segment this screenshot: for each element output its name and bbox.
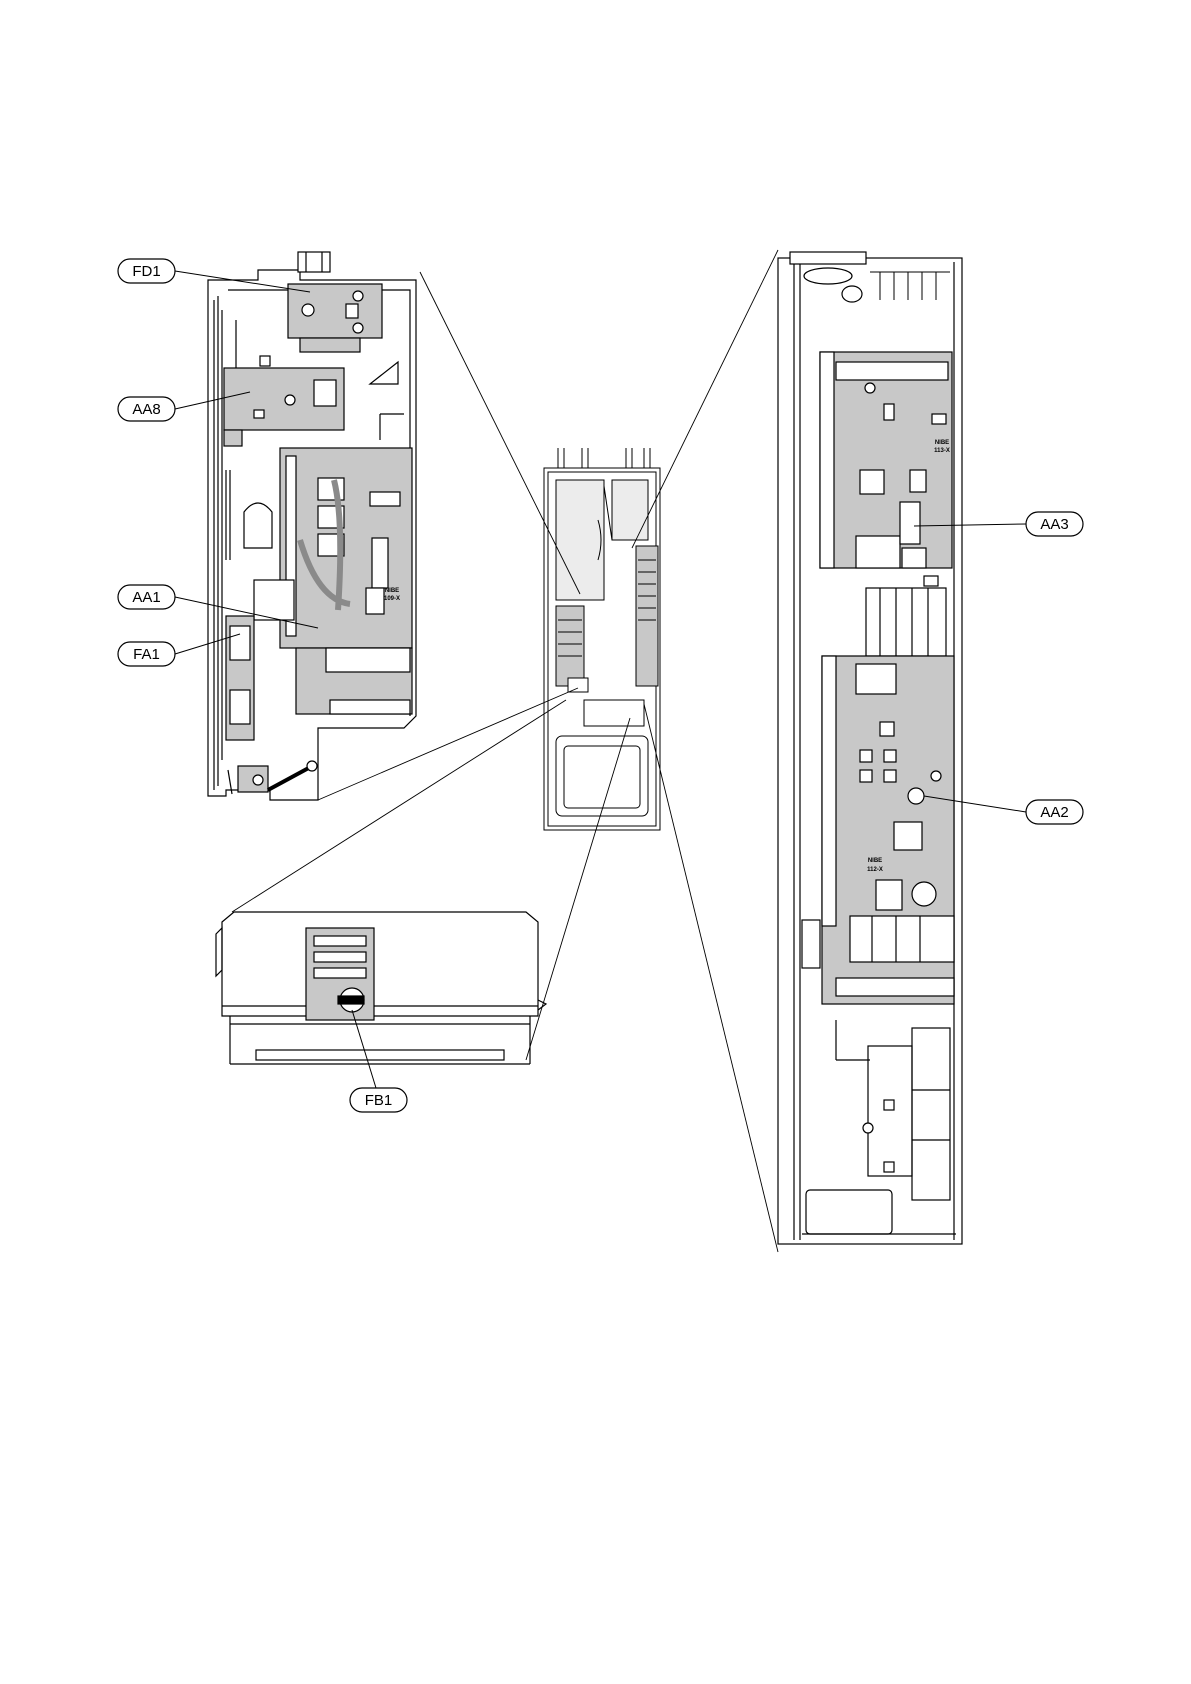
callout-aa3-label: AA3 (1040, 516, 1068, 533)
lower-electrical-box-detail (778, 252, 962, 1244)
switch-box-detail (216, 912, 546, 1064)
callout-aa1-label: AA1 (132, 589, 160, 606)
callout-fa1-label: FA1 (133, 646, 160, 663)
aa1-brand-label: NIBE (385, 588, 399, 594)
aa3-model-label: 113-X (934, 448, 950, 454)
callout-fb1-label: FB1 (365, 1092, 393, 1109)
aa3-brand-label: NIBE (935, 440, 949, 446)
callout-aa8-label: AA8 (132, 401, 160, 418)
upper-electrical-box-detail (208, 252, 416, 800)
callout-fb1: FB1 (350, 1010, 407, 1112)
aa2-model-label: 112-X (867, 867, 883, 873)
callout-fd1: FD1 (118, 259, 310, 292)
callout-aa2-label: AA2 (1040, 804, 1068, 821)
indoor-unit-overview (544, 448, 660, 830)
callout-fd1-label: FD1 (132, 263, 160, 280)
aa2-brand-label: NIBE (868, 858, 882, 864)
aa1-model-label: 109-X (384, 596, 400, 602)
